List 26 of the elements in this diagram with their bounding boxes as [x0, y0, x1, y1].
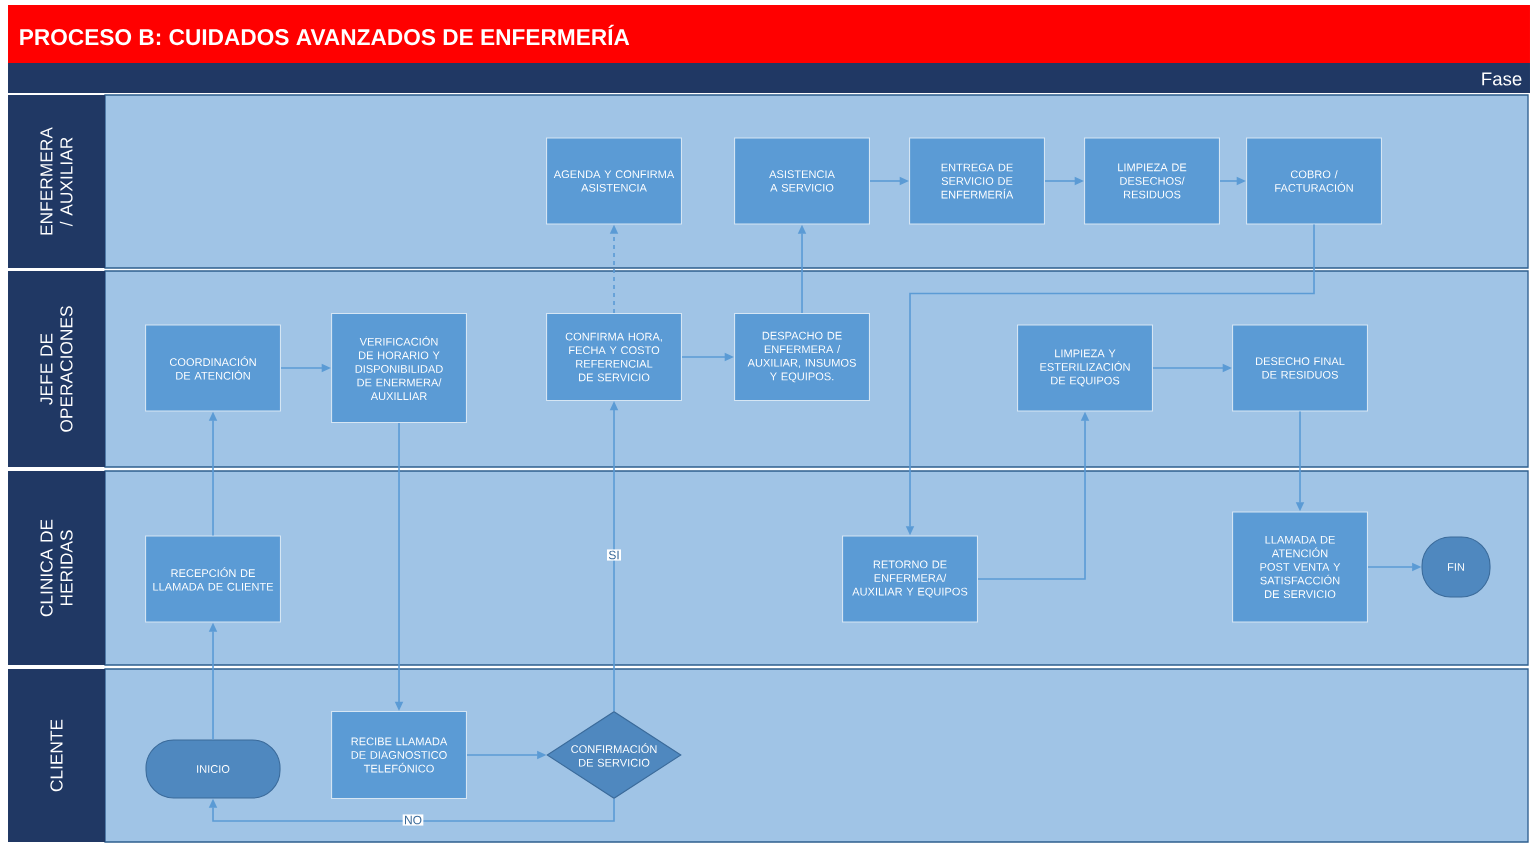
phase-bar: Fase	[8, 63, 1530, 93]
edge-label: SI	[607, 549, 621, 561]
process-box: RECIBE LLAMADA DE DIAGNOSTICO TELEFÓNICO	[331, 711, 467, 799]
process-box: DESECHO FINAL DE RESIDUOS	[1232, 324, 1368, 412]
terminator: FIN	[1421, 536, 1491, 598]
process-box: COORDINACIÓN DE ATENCIÓN	[145, 324, 281, 412]
process-box: DESPACHO DE ENFERMERA / AUXILIAR, INSUMOS Y EQUIPOS.	[734, 313, 870, 401]
terminator: INICIO	[145, 739, 281, 799]
node-label: CLIENTE	[50, 719, 63, 792]
title-bar: PROCESO B: CUIDADOS AVANZADOS DE ENFERMERÍA	[8, 5, 1530, 63]
process-box: COBRO / FACTURACIÓN	[1246, 137, 1382, 225]
process-box: LIMPIEZA DE DESECHOS/ RESIDUOS	[1084, 137, 1220, 225]
process-box: RETORNO DE ENFERMERA/ AUXILIAR Y EQUIPOS	[842, 535, 978, 623]
node-label: ENFERMERA / AUXILIAR	[40, 127, 73, 235]
process-box: ENTREGA DE SERVICIO DE ENFERMERÍA	[909, 137, 1045, 225]
edge-label: NO	[402, 814, 424, 826]
arrow	[208, 798, 615, 822]
process-box: ASISTENCIA A SERVICIO	[734, 137, 870, 225]
process-box: AGENDA Y CONFIRMA ASISTENCIA	[546, 137, 682, 225]
process-box: RECEPCIÓN DE LLAMADA DE CLIENTE	[145, 535, 281, 623]
node-label: JEFE DE OPERACIONES	[40, 306, 73, 432]
process-box: VERIFICACIÓN DE HORARIO Y DISPONIBILIDAD DE ENERMERA/ AUXILLIAR	[331, 312, 467, 424]
process-box: LIMPIEZA Y ESTERILIZACIÓN DE EQUIPOS	[1017, 324, 1153, 412]
node-label: CLINICA DE HERIDAS	[40, 519, 73, 617]
process-box: LLAMADA DE ATENCIÓN POST VENTA Y SATISFACCIÓN DE SERVICIO	[1232, 511, 1368, 623]
process-box: CONFIRMA HORA, FECHA Y COSTO REFERENCIAL DE SERVICIO	[546, 313, 682, 401]
